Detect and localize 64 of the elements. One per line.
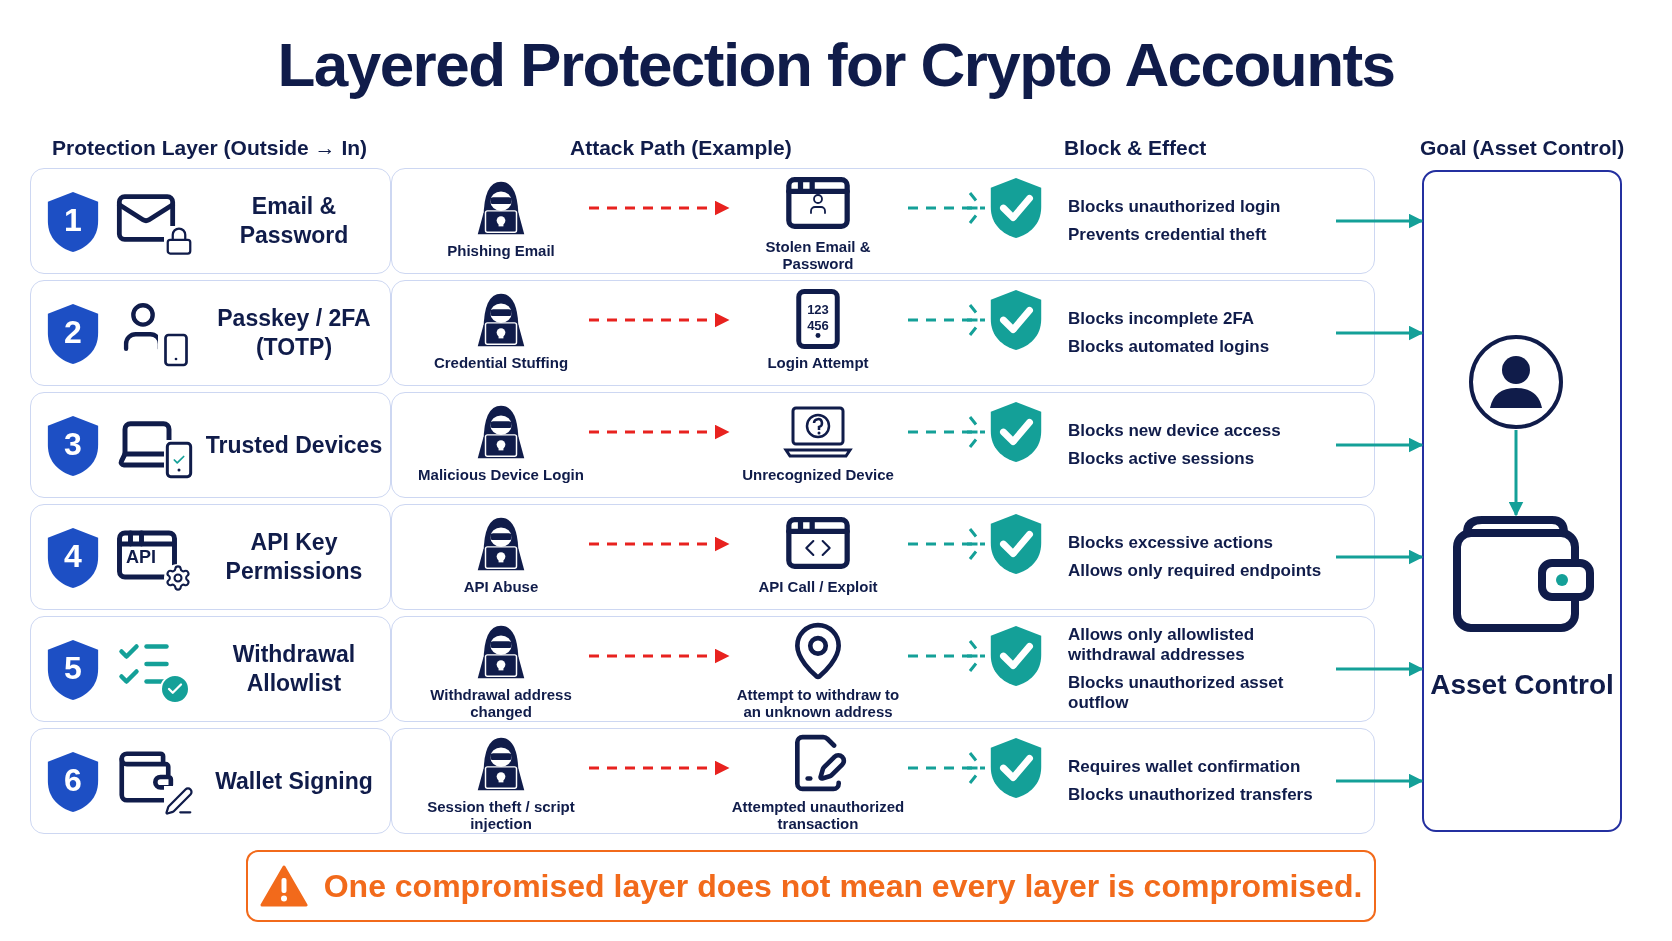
effect-text: Requires wallet confirmation <box>1068 757 1302 777</box>
effect-text: Blocks incomplete 2FA <box>1068 309 1256 329</box>
warning-text: One compromised layer does not mean every layer is compromised. <box>323 867 1363 906</box>
attack-caption: Credential Stuffing <box>433 354 569 371</box>
effect-text: Blocks unauthorized login <box>1068 197 1282 217</box>
arrow <box>1508 430 1524 517</box>
icon-text: API <box>126 548 156 566</box>
effect-text: Blocks automated logins <box>1068 337 1271 357</box>
layer-number: 3 <box>64 425 82 464</box>
arrow <box>589 760 730 776</box>
column-header: Protection Layer (Outside → In) <box>52 135 368 161</box>
blocked-path <box>908 639 985 673</box>
arrow <box>589 200 730 216</box>
arrow <box>589 424 730 440</box>
attack-caption: Phishing Email <box>447 242 555 259</box>
layer-name: Trusted Devices <box>205 430 383 460</box>
column-header: Goal (Asset Control) <box>1420 135 1625 161</box>
target-caption: Unrecognized Device <box>742 466 894 483</box>
layer-number: 5 <box>64 649 82 688</box>
target-caption: Attempted unauthorized transaction <box>730 798 906 832</box>
target-caption: Login Attempt <box>767 354 869 371</box>
layer-number: 4 <box>64 537 82 576</box>
attack-caption: API Abuse <box>463 578 539 595</box>
blocked-path <box>908 527 985 561</box>
goal-label: Asset Control <box>1429 668 1615 702</box>
effect-text: Allows only required endpoints <box>1068 561 1323 581</box>
layer-name: Passkey / 2FA (TOTP) <box>216 304 372 362</box>
arrow <box>1336 773 1424 789</box>
arrow <box>589 648 730 664</box>
layer-name: Withdrawal Allowlist <box>231 640 357 698</box>
target-caption: Stolen Email & Password <box>764 238 872 272</box>
arrow <box>1336 437 1424 453</box>
blocked-path <box>908 751 985 785</box>
target-caption: Attempt to withdraw to an unknown address <box>735 686 901 720</box>
effect-text: Blocks unauthorized asset outflow <box>1068 673 1285 713</box>
arrow <box>589 536 730 552</box>
arrow <box>1336 325 1424 341</box>
blocked-path <box>908 191 985 225</box>
layer-name: Wallet Signing <box>215 766 373 796</box>
icon-text: 123 456 <box>806 302 830 334</box>
effect-text: Blocks excessive actions <box>1068 533 1275 553</box>
column-header: Attack Path (Example) <box>570 135 792 161</box>
arrow <box>1336 549 1424 565</box>
arrow <box>1336 661 1424 677</box>
title: Layered Protection for Crypto Accounts <box>276 29 1396 101</box>
layer-name: API Key Permissions <box>224 528 364 586</box>
arrow <box>1336 213 1424 229</box>
layer-number: 2 <box>64 313 82 352</box>
effect-text: Blocks unauthorized transfers <box>1068 785 1314 805</box>
column-header: Block & Effect <box>1064 135 1207 161</box>
layer-name: Email & Password <box>238 192 350 250</box>
blocked-path <box>908 303 985 337</box>
attack-caption: Session theft / script injection <box>426 798 576 832</box>
layer-number: 1 <box>64 201 82 240</box>
layer-number: 6 <box>64 761 82 800</box>
effect-text: Allows only allowlisted withdrawal addresses <box>1068 625 1256 665</box>
attack-caption: Malicious Device Login <box>418 466 584 483</box>
blocked-path <box>908 415 985 449</box>
effect-text: Blocks new device access <box>1068 421 1282 441</box>
effect-text: Prevents credential theft <box>1068 225 1268 245</box>
attack-caption: Withdrawal address changed <box>429 686 573 720</box>
arrow <box>589 312 730 328</box>
effect-text: Blocks active sessions <box>1068 449 1256 469</box>
target-caption: API Call / Exploit <box>758 578 878 595</box>
